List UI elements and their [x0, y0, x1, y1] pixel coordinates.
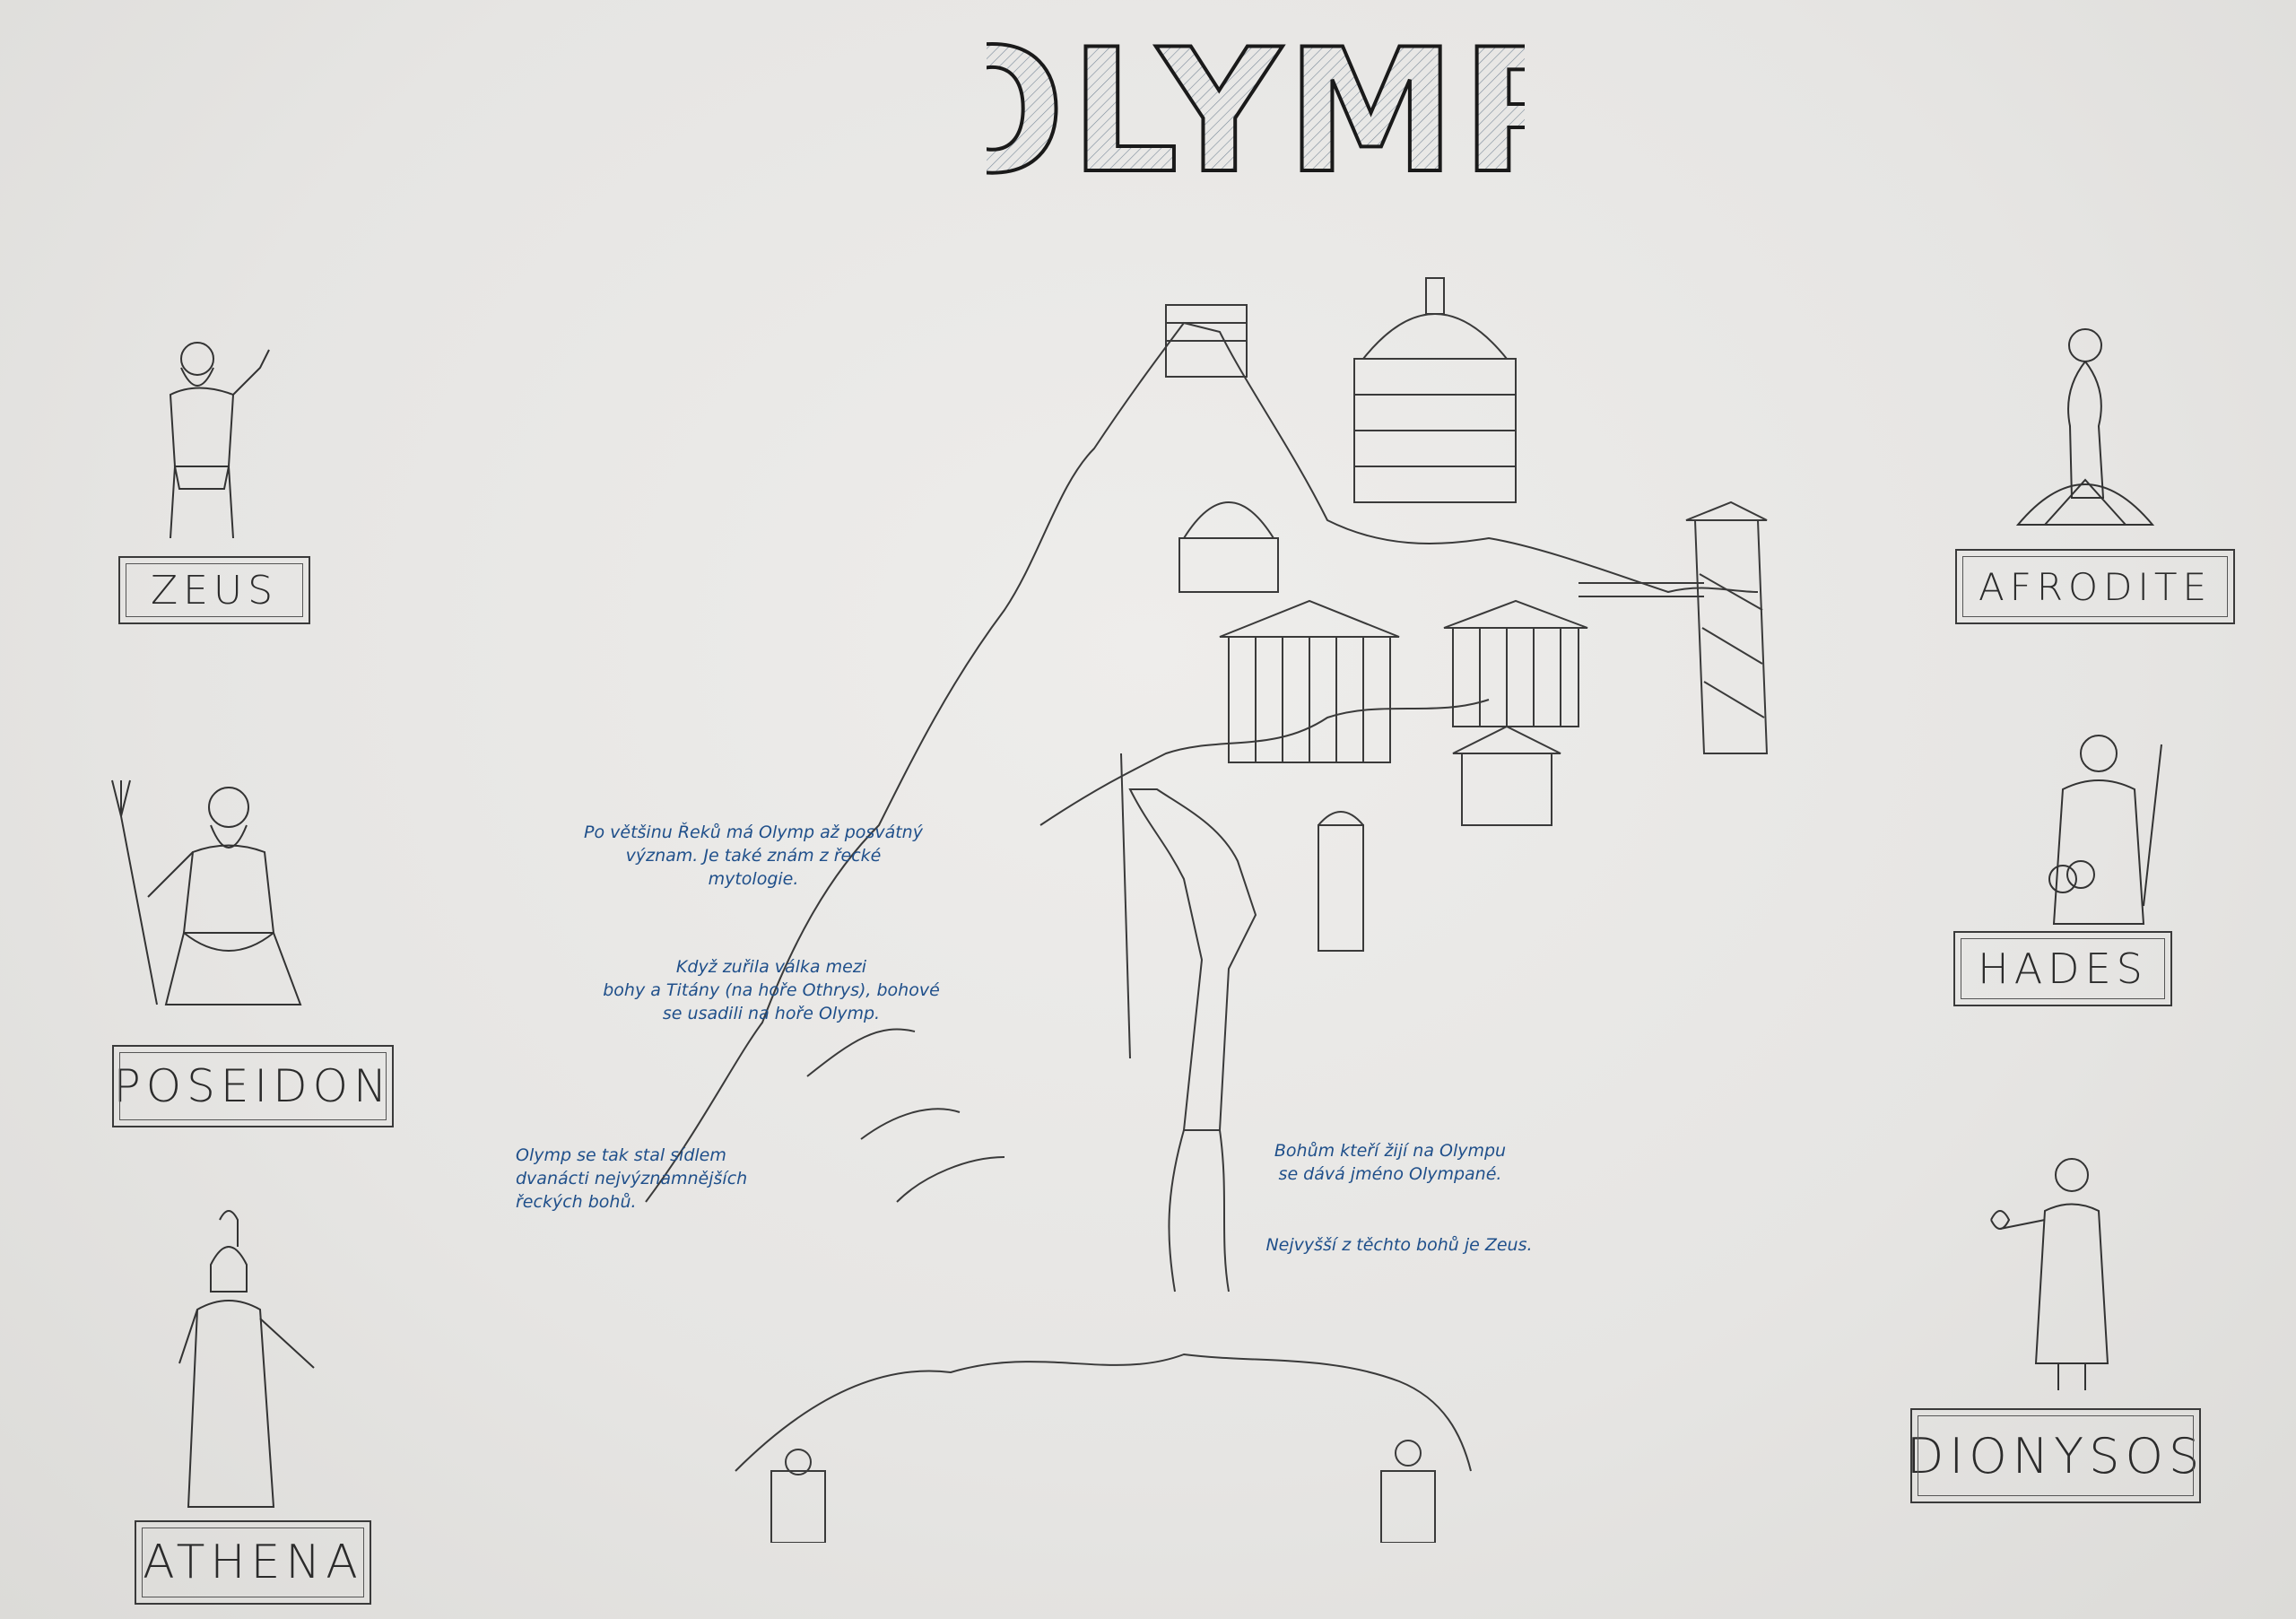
note-zeus-highest: Nejvyšší z těchto bohů je Zeus.	[1202, 1233, 1596, 1257]
plaque-poseidon: POSEIDON	[112, 1045, 394, 1127]
hades-figure	[2027, 727, 2197, 933]
title-text: OLYMP	[987, 18, 1525, 197]
note-line: Olymp se tak stal sídlem	[516, 1145, 726, 1165]
zeus-figure	[135, 332, 278, 556]
olympus-drawing	[538, 251, 1776, 1544]
note-line: dvanácti nejvýznamnějších	[516, 1169, 748, 1188]
plaque-hades: HADES	[1953, 931, 2172, 1006]
note-line: se usadili na hoře Olymp.	[662, 1004, 881, 1023]
note-line: řeckých bohů.	[516, 1192, 637, 1212]
note-line: Po většinu Řeků má Olymp až posvátný	[584, 823, 923, 842]
plaque-zeus: ZEUS	[118, 556, 310, 624]
plaque-afrodite: AFRODITE	[1955, 549, 2235, 624]
note-line: Když zuřila válka mezi	[675, 957, 867, 977]
note-line: mytologie.	[708, 869, 799, 889]
note-line: bohy a Titány (na hoře Othrys), bohové	[603, 980, 940, 1000]
note-line: se dává jméno Olympané.	[1278, 1164, 1502, 1184]
note-seat: Olymp se tak stal sídlem dvanácti nejvýz…	[516, 1144, 857, 1214]
plaque-athena: ATHENA	[135, 1520, 371, 1605]
dionysos-figure	[1973, 1148, 2135, 1399]
poseidon-figure	[94, 762, 327, 1023]
note-line: Nejvyšší z těchto bohů je Zeus.	[1265, 1235, 1533, 1255]
plaque-dionysos: DIONYSOS	[1907, 1408, 2201, 1503]
note-line: význam. Je také znám z řecké	[625, 846, 882, 866]
poster-title: OLYMP	[918, 11, 1588, 213]
note-line: Bohům kteří žijí na Olympu	[1274, 1141, 1507, 1161]
afrodite-figure	[2000, 318, 2170, 552]
note-sacred: Po většinu Řeků má Olymp až posvátný výz…	[529, 821, 978, 891]
athena-figure	[161, 1210, 323, 1516]
note-olympians: Bohům kteří žijí na Olympu se dává jméno…	[1202, 1139, 1578, 1186]
note-war: Když zuřila válka mezi bohy a Titány (na…	[556, 955, 987, 1025]
